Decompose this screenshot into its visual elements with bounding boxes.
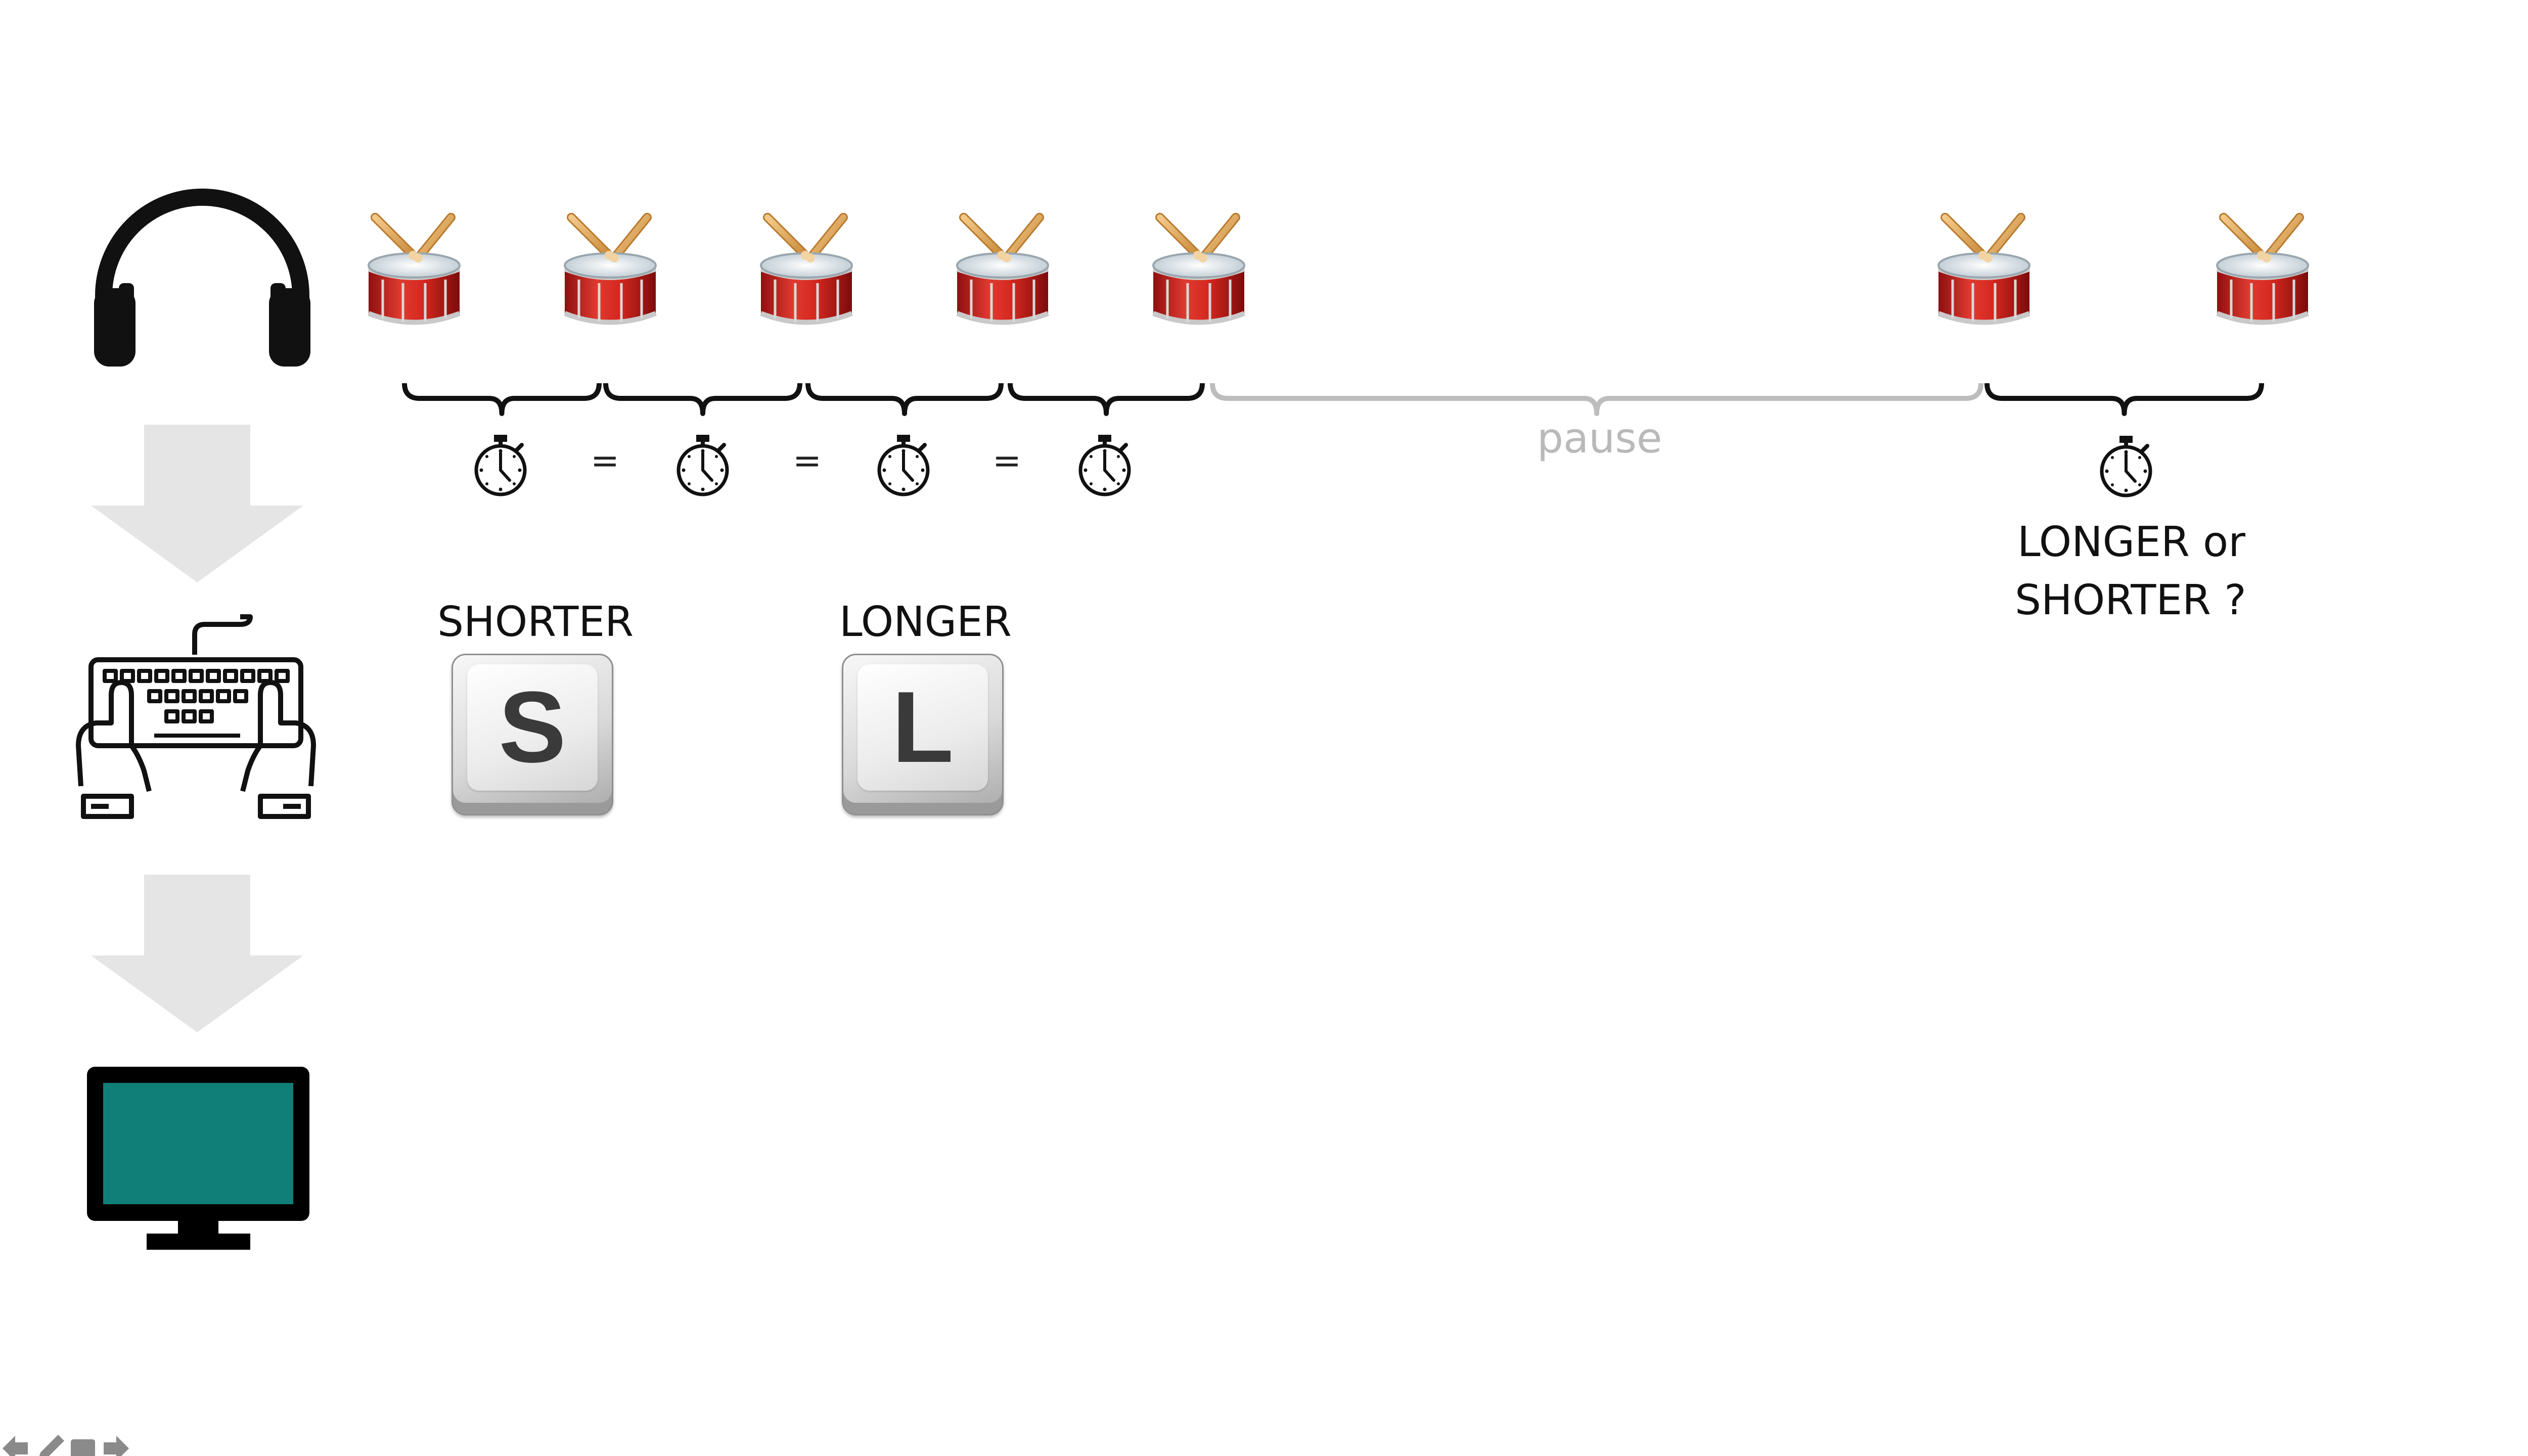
stopwatch-icon: [2102, 436, 2150, 495]
s-key-button[interactable]: S: [452, 654, 613, 815]
arrow-down-icon: [91, 425, 303, 582]
drum-icon: [2217, 217, 2308, 323]
s-key-label: S: [467, 664, 598, 791]
interval-bracket: [1008, 383, 1205, 416]
interval-bracket: [603, 383, 802, 416]
keyboard-hands-icon: [76, 614, 316, 819]
slide-nav[interactable]: [3, 1435, 129, 1456]
interval-bracket: [402, 383, 602, 416]
stopwatch-row: [476, 435, 2150, 495]
drum-icon: [565, 217, 656, 323]
drum-row: [369, 217, 2308, 323]
monitor-icon: [87, 1067, 309, 1250]
pause-bracket: [1210, 383, 1983, 416]
test-interval-bracket: [1984, 383, 2264, 416]
drum-icon: [1938, 217, 2029, 323]
stopwatch-icon: [1080, 435, 1129, 494]
l-key-label: L: [857, 664, 988, 791]
drum-icon: [957, 217, 1048, 323]
drum-icon: [1153, 217, 1244, 323]
arrow-down-icon: [91, 875, 303, 1032]
headphones-icon: [94, 189, 310, 367]
equals-sign: =: [591, 441, 619, 481]
drum-icon: [369, 217, 460, 323]
question-line-2: SHORTER ?: [2015, 576, 2246, 624]
interval-brackets: [402, 383, 2264, 416]
equals-sign: =: [793, 441, 822, 481]
interval-bracket: [805, 383, 1004, 416]
stopwatch-icon: [679, 435, 727, 494]
equals-sign: =: [992, 441, 1021, 481]
back-arrow-icon[interactable]: [3, 1436, 28, 1456]
pause-label: pause: [1537, 415, 1662, 463]
stopwatch-icon: [879, 435, 928, 494]
drum-icon: [761, 217, 852, 323]
forward-arrow-icon[interactable]: [104, 1436, 129, 1456]
longer-label: LONGER: [839, 598, 1012, 646]
pen-icon[interactable]: [38, 1435, 64, 1456]
stopwatch-icon: [476, 435, 525, 494]
l-key-button[interactable]: L: [842, 654, 1004, 815]
slide-menu-icon[interactable]: [71, 1439, 95, 1456]
shorter-label: SHORTER: [437, 598, 634, 646]
question-line-1: LONGER or: [2017, 518, 2245, 566]
